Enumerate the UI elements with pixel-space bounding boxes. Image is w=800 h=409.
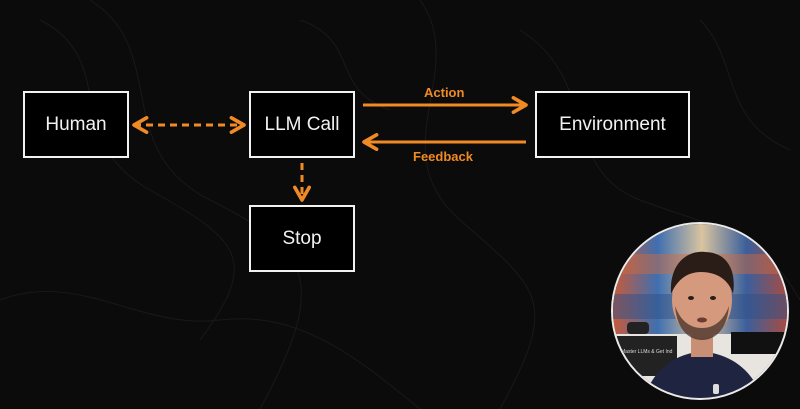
stop-node: Stop: [249, 205, 355, 272]
presenter-video: Master LLMs & Get Ind: [613, 224, 787, 398]
llm-call-node-label: LLM Call: [264, 113, 340, 135]
microphone-icon: [713, 384, 719, 394]
presenter-webcam: Master LLMs & Get Ind: [611, 222, 789, 400]
llm-call-node: LLM Call: [249, 91, 355, 158]
human-node: Human: [23, 91, 129, 158]
environment-node: Environment: [535, 91, 690, 158]
monitor-screen-text: Master LLMs & Get Ind: [621, 349, 673, 355]
environment-node-label: Environment: [559, 113, 666, 135]
presenter-face: [672, 262, 732, 338]
feedback-label: Feedback: [413, 149, 473, 164]
presenter-shirt: [644, 352, 762, 398]
camera-icon: [627, 322, 649, 334]
action-label: Action: [424, 85, 465, 100]
stop-node-label: Stop: [282, 227, 322, 249]
human-node-label: Human: [45, 113, 107, 135]
